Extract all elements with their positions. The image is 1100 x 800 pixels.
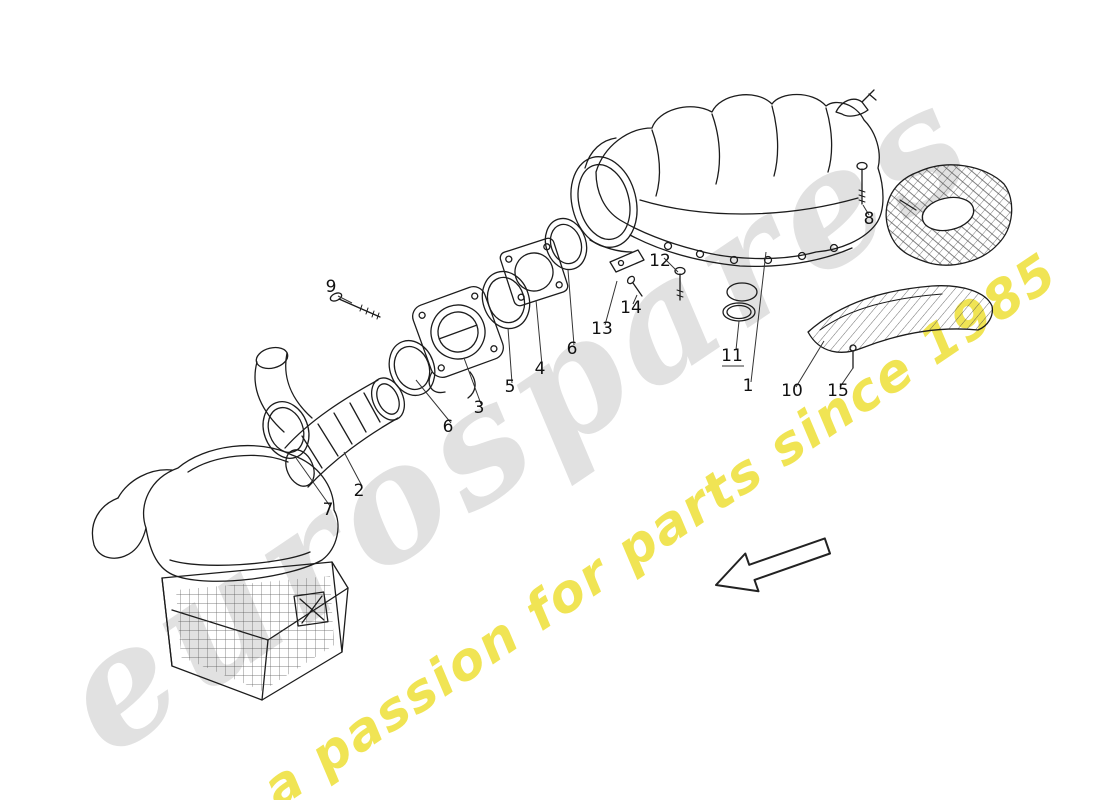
callouts: 9 2 7 3 6 5 4 6 13 14 12 8 11 1 10 15 xyxy=(323,209,875,520)
bolt-8 xyxy=(856,161,868,205)
screw-14 xyxy=(626,275,643,297)
clamp-ring-7 xyxy=(262,401,310,459)
direction-arrow-icon xyxy=(715,537,831,593)
air-cleaner-assembly xyxy=(91,445,349,701)
callout-part-13[interactable]: 13 xyxy=(591,319,613,339)
throttle-body xyxy=(412,286,504,399)
callout-part-6a[interactable]: 6 xyxy=(443,417,454,437)
callout-part-11[interactable]: 11 xyxy=(721,346,743,366)
callout-part-1[interactable]: 1 xyxy=(743,376,754,396)
callout-part-7[interactable]: 7 xyxy=(323,500,334,520)
intake-manifold xyxy=(570,89,884,302)
intake-hose xyxy=(254,346,406,488)
heat-shield-upper xyxy=(885,164,1013,266)
callout-part-9[interactable]: 9 xyxy=(326,277,337,297)
callout-part-14[interactable]: 14 xyxy=(620,298,642,318)
heat-shield-lower xyxy=(807,285,994,353)
air-filter-mesh xyxy=(176,576,334,691)
callout-leader-lines xyxy=(295,204,870,507)
callout-part-10[interactable]: 10 xyxy=(781,381,803,401)
watermark: eurospares a passion for parts since 198… xyxy=(26,45,1069,800)
flange-plate-4 xyxy=(499,237,569,307)
gasket-ring-6-rear xyxy=(544,217,588,271)
callout-part-8[interactable]: 8 xyxy=(864,209,875,229)
bracket-13 xyxy=(609,249,645,273)
callout-part-12[interactable]: 12 xyxy=(649,251,671,271)
stud-15 xyxy=(849,344,857,369)
callout-part-4[interactable]: 4 xyxy=(535,359,546,379)
callout-part-5[interactable]: 5 xyxy=(505,377,516,397)
bolt-12 xyxy=(674,266,686,301)
callout-part-6b[interactable]: 6 xyxy=(567,339,578,359)
callout-part-15[interactable]: 15 xyxy=(827,381,849,401)
callout-part-3[interactable]: 3 xyxy=(474,398,485,418)
bolt-9 xyxy=(329,292,381,320)
callout-part-2[interactable]: 2 xyxy=(354,481,365,501)
diagram-linework xyxy=(91,89,1013,701)
